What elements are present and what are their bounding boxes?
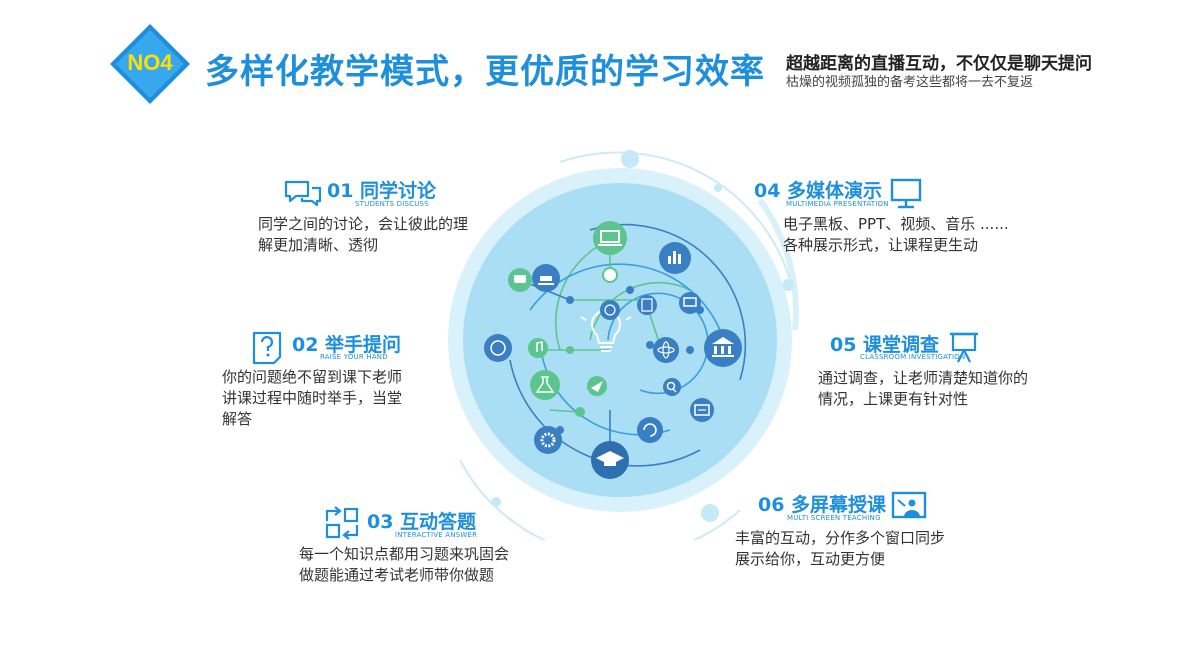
feature-01-title: 01 同学讨论 <box>327 180 437 202</box>
globe-icon <box>600 300 620 320</box>
feature-06-subtitle: MULTI SCREEN TEACHING <box>787 514 881 522</box>
laptop-icon <box>593 221 627 255</box>
feature-04-desc: 电子黑板、PPT、视频、音乐 ...... 各种展示形式，让课程更生动 <box>783 215 1009 254</box>
page-tagline: 枯燥的视频孤独的备考这些都将一去不复返 <box>786 75 1034 90</box>
feature-02-title: 02 举手提问 <box>292 334 402 356</box>
bank-icon <box>704 329 742 367</box>
flask-icon <box>530 370 560 400</box>
paper-plane-icon <box>587 376 607 396</box>
gear-icon <box>534 426 562 454</box>
palette-icon <box>484 334 512 362</box>
feature-06-desc: 丰富的互动，分作多个窗口同步 展示给你，互动更方便 <box>735 529 946 568</box>
badge-diamond <box>110 24 190 104</box>
feature-05-title: 05 课堂调查 <box>830 334 940 356</box>
question-clipboard-icon <box>252 331 282 365</box>
page-title: 多样化教学模式，更优质的学习效率 <box>205 52 765 92</box>
feature-01-subtitle: STUDENTS DISCUSS <box>355 200 429 208</box>
calculator-icon <box>637 295 657 315</box>
feature-04-subtitle: MULTIMEDIA PRESENTATION <box>786 200 889 208</box>
atom-icon <box>653 337 679 363</box>
bar-chart-icon <box>659 242 691 274</box>
news-icon <box>690 398 714 422</box>
search-icon <box>663 378 681 396</box>
screen-teacher-icon <box>891 491 927 519</box>
monitor-icon <box>679 292 701 314</box>
feature-01-desc: 同学之间的讨论，会让彼此的理 解更加清晰、透彻 <box>258 215 469 254</box>
feature-02-subtitle: RAISE YOUR HAND <box>320 353 388 361</box>
center-network-graphic <box>448 150 799 540</box>
badge-label: NO4 <box>127 50 173 75</box>
monitor-icon <box>890 178 922 209</box>
graduation-cap-icon <box>591 441 629 479</box>
music-note-icon <box>528 338 548 358</box>
gavel-icon <box>532 264 560 292</box>
chat-icon <box>508 268 532 292</box>
sync-arrows-icon <box>325 506 359 540</box>
feature-05-subtitle: CLASSROOM INVESTIGATION <box>860 353 966 361</box>
feature-03-subtitle: INTERACTIVE ANSWER <box>395 531 478 539</box>
refresh-icon <box>637 417 663 443</box>
feature-03-desc: 每一个知识点都用习题来巩固会 做题能通过考试老师带你做题 <box>299 545 510 584</box>
feature-06-title: 06 多屏幕授课 <box>758 494 887 516</box>
page-subtitle: 超越距离的直播互动，不仅仅是聊天提问 <box>786 54 1092 74</box>
feature-04-title: 04 多媒体演示 <box>754 180 883 202</box>
easel-icon <box>950 332 978 363</box>
feature-03-title: 03 互动答题 <box>367 511 477 533</box>
chat-bubbles-icon <box>284 180 322 207</box>
feature-02-desc: 你的问题绝不留到课下老师 讲课过程中随时举手，当堂 解答 <box>222 368 403 428</box>
feature-05-desc: 通过调查，让老师清楚知道你的 情况，上课更有针对性 <box>818 369 1029 408</box>
